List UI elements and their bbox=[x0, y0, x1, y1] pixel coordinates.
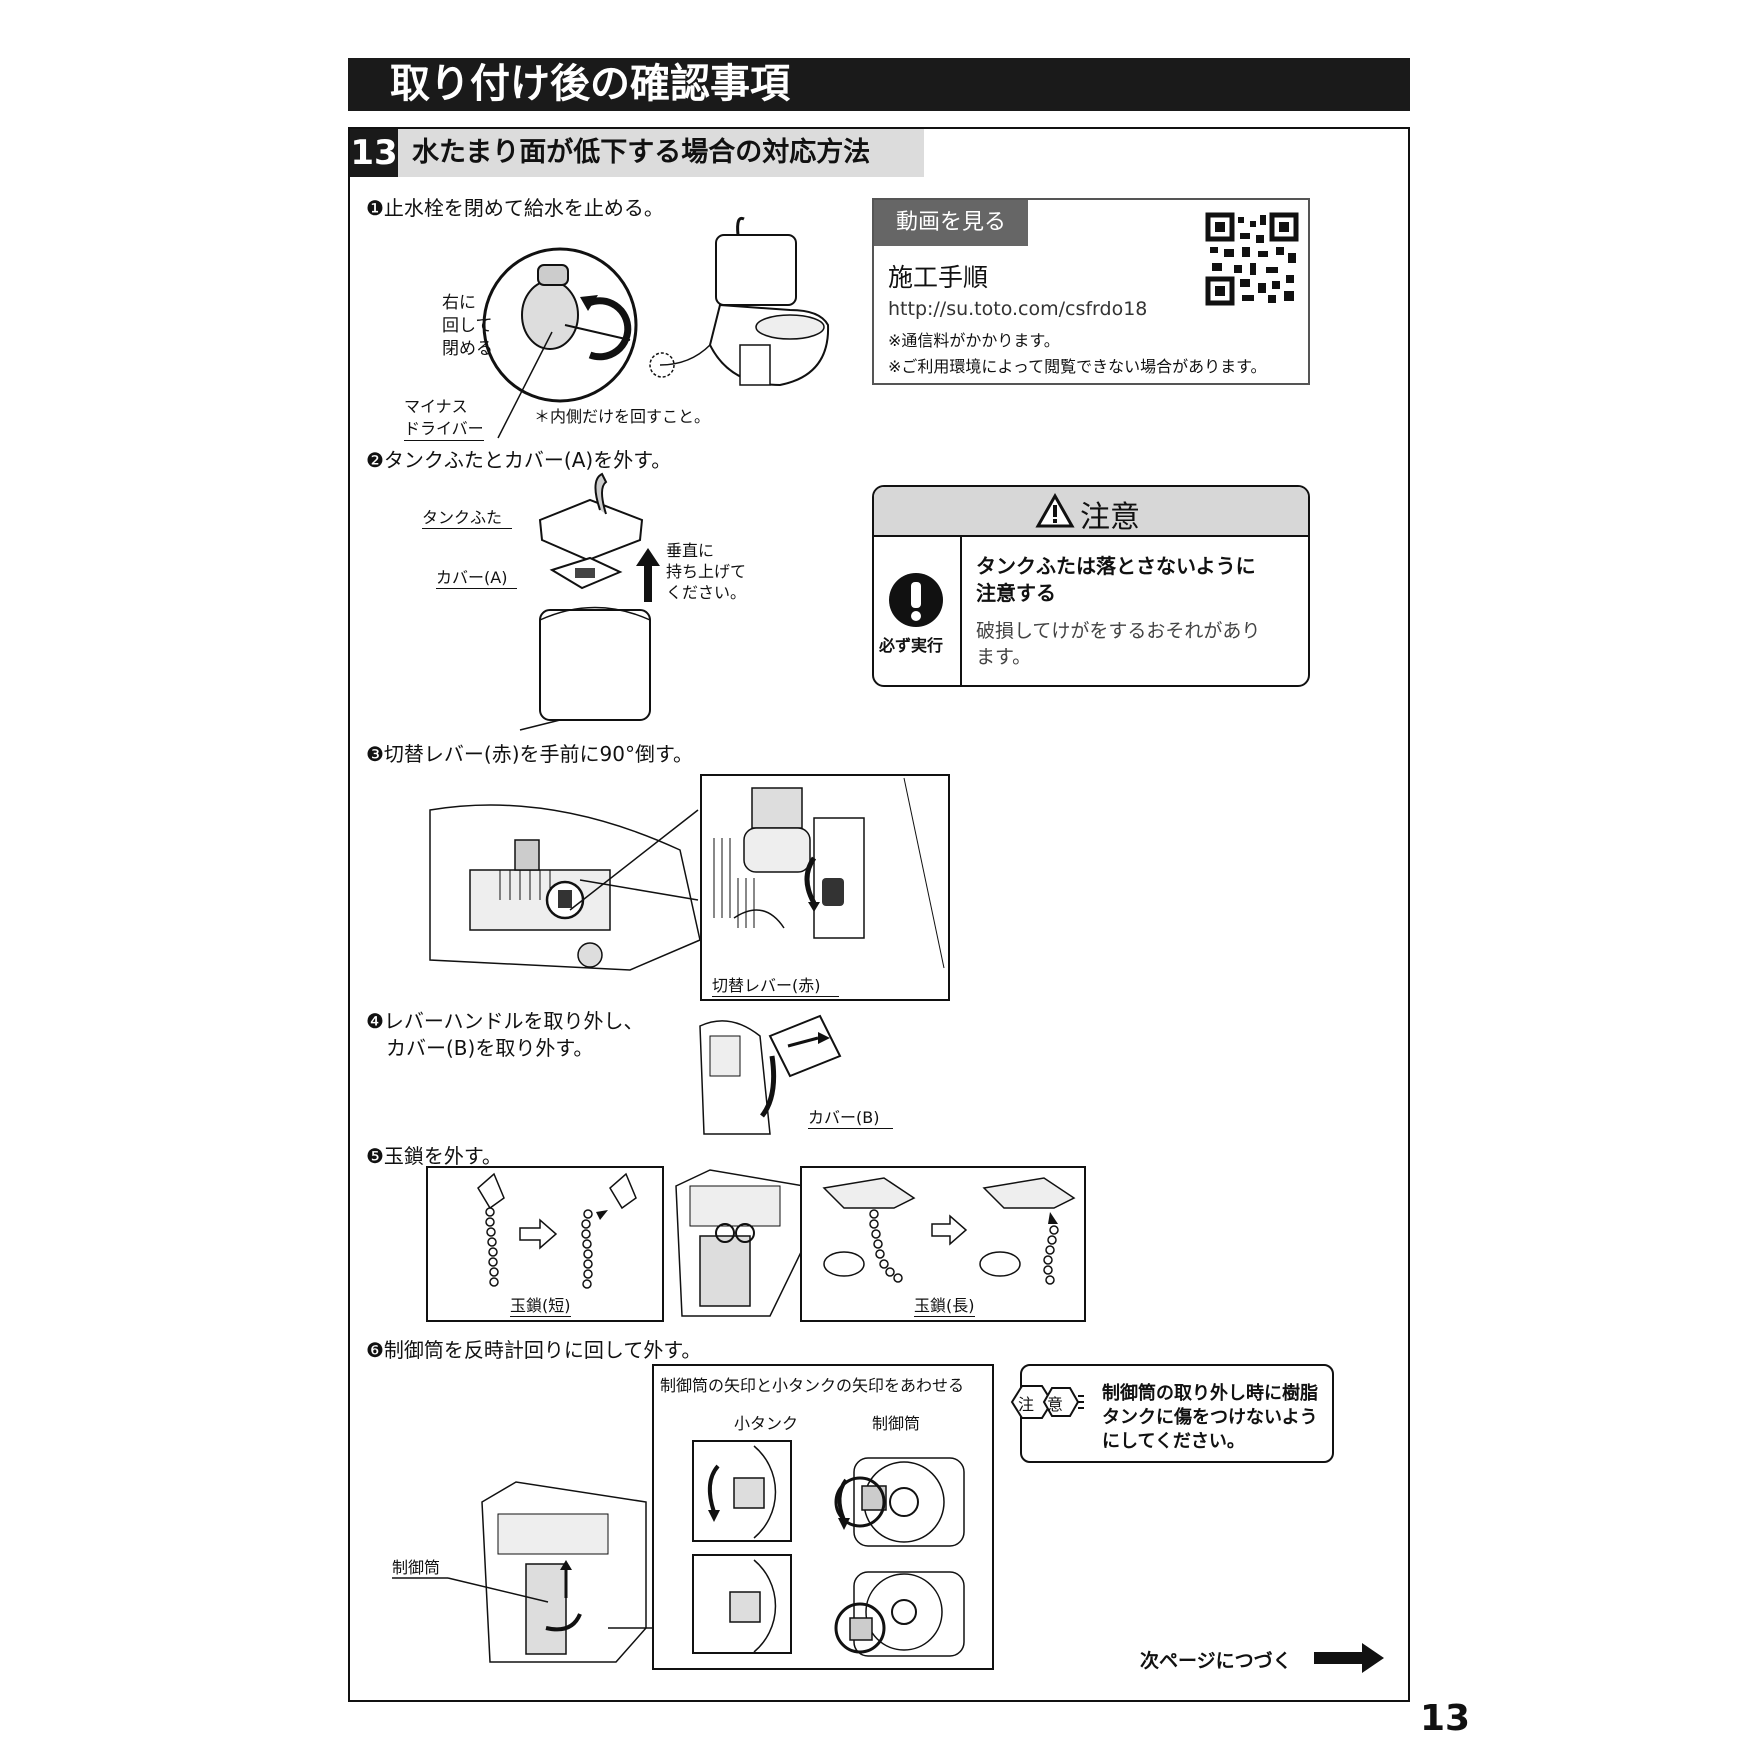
section-bar bbox=[350, 129, 924, 177]
cover-b-label: カバー(B) bbox=[808, 1104, 894, 1129]
video-url[interactable]: http://su.toto.com/csfrdo18 bbox=[888, 298, 1148, 320]
caution-divider bbox=[960, 537, 962, 685]
warning-triangle-icon bbox=[1035, 492, 1075, 528]
toilet-illustration bbox=[649, 216, 830, 387]
caution-heading: タンクふたは落とさないように 注意する bbox=[976, 554, 1256, 605]
short-chain-illustration bbox=[477, 1172, 637, 1289]
qr-code-icon[interactable] bbox=[1205, 212, 1299, 306]
tank-lid-label: タンクふた bbox=[422, 504, 513, 529]
lift-instruction: 垂直に 持ち上げて ください。 bbox=[666, 541, 747, 602]
next-page-text: 次ページにつづく bbox=[1140, 1650, 1292, 1672]
small-tank-label: 小タンク bbox=[734, 1414, 799, 1433]
note-text: 制御筒の取り外し時に樹脂 タンクに傷をつけないよう にしてください。 bbox=[1102, 1383, 1318, 1452]
page-header: 取り付け後の確認事項 bbox=[348, 58, 1410, 111]
tank-cylinder-illustration bbox=[481, 1481, 652, 1663]
caution-header bbox=[874, 487, 1308, 537]
right-arrow-icon bbox=[1314, 1643, 1384, 1673]
caution-title: 注意 bbox=[1080, 500, 1140, 535]
page-title: 取り付け後の確認事項 bbox=[390, 61, 790, 107]
cylinder-rotation-illustration bbox=[707, 1445, 965, 1657]
section-number: 13 bbox=[350, 129, 398, 177]
inner-only-note: ＊内側だけを回すこと。 bbox=[534, 407, 711, 426]
caution-body: 破損してけがをするおそれがあり ます。 bbox=[976, 620, 1261, 668]
video-tab[interactable]: 動画を見る bbox=[874, 200, 1028, 246]
video-note-1: ※通信料がかかります。 bbox=[888, 331, 1060, 350]
video-note-2: ※ご利用環境によって閲覧できない場合があります。 bbox=[888, 357, 1267, 376]
must-do-label: 必ず実行 bbox=[879, 636, 944, 655]
screwdriver-leader bbox=[497, 331, 553, 439]
content-frame bbox=[348, 127, 1410, 1702]
note-tag-2: 意 bbox=[1046, 1395, 1063, 1414]
turn-label: 右に 回して 閉める bbox=[442, 293, 493, 359]
step-4-text: ❹レバーハンドルを取り外し、 カバー(B)を取り外す。 bbox=[366, 1009, 644, 1060]
screwdriver-label: マイナス ドライバー bbox=[404, 396, 484, 441]
faucet-illustration bbox=[482, 247, 638, 403]
video-title: 施工手順 bbox=[888, 263, 989, 292]
short-chain-label: 玉鎖(短) bbox=[510, 1292, 571, 1317]
step-3-text: ❸切替レバー(赤)を手前に90°倒す。 bbox=[366, 742, 693, 766]
caution-box bbox=[872, 485, 1310, 687]
step-2-text: ❷タンクふたとカバー(A)を外す。 bbox=[366, 448, 672, 472]
caution-bolt-icon bbox=[1010, 1385, 1084, 1419]
tank-chain-illustration bbox=[675, 1169, 805, 1317]
video-box bbox=[872, 198, 1310, 385]
tank-interior-illustration bbox=[429, 804, 701, 971]
cover-b-illustration bbox=[699, 1014, 842, 1135]
step-1-text: ❶止水栓を閉めて給水を止める。 bbox=[366, 196, 664, 220]
zoom-connector bbox=[569, 809, 699, 911]
up-arrow-icon bbox=[636, 548, 660, 602]
cylinder-label: 制御筒 bbox=[872, 1414, 921, 1433]
note-tag-1: 注 bbox=[1017, 1395, 1034, 1414]
cylinder-leader bbox=[392, 1577, 549, 1603]
section-title: 水たまり面が低下する場合の対応方法 bbox=[412, 137, 871, 168]
long-chain-label: 玉鎖(長) bbox=[914, 1292, 975, 1317]
tank-illustration bbox=[519, 472, 651, 731]
page-number: 13 bbox=[1420, 1698, 1471, 1739]
step-6-text: ❻制御筒を反時計回りに回して外す。 bbox=[366, 1338, 702, 1362]
lever-detail-illustration bbox=[713, 777, 945, 969]
long-chain-illustration bbox=[822, 1177, 1076, 1285]
cover-a-label: カバー(A) bbox=[436, 564, 518, 589]
align-instruction: 制御筒の矢印と小タンクの矢印をあわせる bbox=[660, 1376, 965, 1395]
cylinder-left-label: 制御筒 bbox=[392, 1558, 441, 1577]
exclamation-icon bbox=[889, 573, 943, 627]
switch-lever-label: 切替レバー(赤) bbox=[712, 972, 839, 997]
step-5-text: ❺玉鎖を外す。 bbox=[366, 1144, 502, 1168]
